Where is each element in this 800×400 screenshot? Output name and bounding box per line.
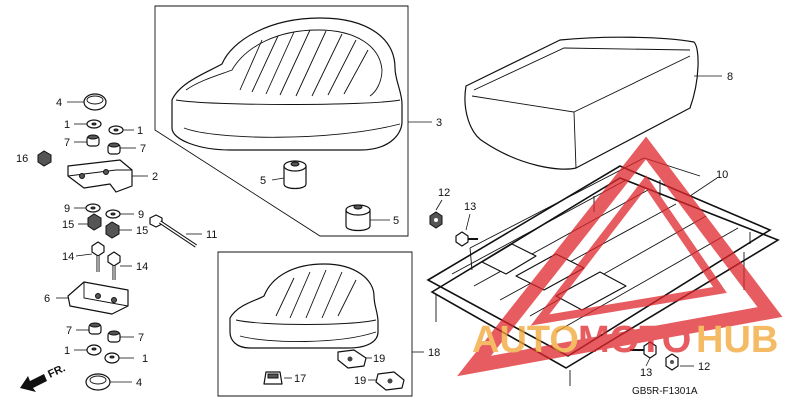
bolt-14b: [107, 251, 121, 280]
flange-nut-lower: [665, 353, 679, 371]
bolt-upper: [455, 231, 478, 247]
bolt-lower: [630, 341, 657, 359]
clip-lower: [375, 371, 405, 391]
callout-9-a: 9: [64, 203, 70, 215]
washer-9a: [85, 203, 101, 213]
callout-15-b: 15: [136, 225, 148, 237]
callout-7-a: 7: [64, 137, 70, 149]
callout-15-a: 15: [62, 219, 74, 231]
clip-upper: [337, 349, 367, 369]
front-direction-arrow: FR.: [20, 362, 67, 392]
optional-seat-panel-border: [217, 251, 413, 397]
callout-7-d: 7: [138, 332, 144, 344]
watermark-moto: MOTO: [578, 319, 691, 361]
seat-panel-border: [154, 5, 409, 237]
callout-10: 10: [716, 169, 728, 181]
callout-7-b: 7: [140, 143, 146, 155]
washer-1a: [86, 119, 102, 129]
rubber-cushion-upper: [283, 160, 307, 190]
callout-16: 16: [16, 153, 28, 165]
washer-1c: [86, 344, 102, 356]
cap-nut-bottom: [85, 373, 111, 391]
callout-7-c: 7: [66, 325, 72, 337]
svg-text:FR.: FR.: [46, 362, 67, 380]
long-bolt-11: [149, 214, 197, 248]
callout-14-b: 14: [136, 261, 148, 273]
callout-8: 8: [727, 71, 733, 83]
cap-nut-top: [83, 93, 107, 111]
bracket-2: [67, 159, 133, 193]
watermark-auto: AUTO: [472, 319, 579, 361]
bracket-6: [67, 281, 129, 315]
seat-lower: [229, 263, 379, 349]
callout-18: 18: [428, 347, 440, 359]
collar-7d: [107, 330, 121, 343]
callout-19-lower: 19: [354, 375, 366, 387]
seat-upper: [171, 17, 403, 151]
rear-cushion: [464, 36, 699, 170]
collar-7b: [107, 142, 121, 155]
callout-17: 17: [294, 373, 306, 385]
callout-1-a: 1: [64, 119, 70, 131]
callout-4-top: 4: [56, 97, 62, 109]
watermark-hub: HUB: [696, 319, 778, 361]
callout-13-lower: 13: [640, 367, 652, 379]
rubber-cushion-lower: [345, 204, 371, 232]
callout-13-upper: 13: [464, 201, 476, 213]
nut-16: [37, 150, 52, 167]
callout-14-a: 14: [62, 251, 74, 263]
bolt-14a: [91, 241, 105, 272]
callout-1-b: 1: [137, 125, 143, 137]
callout-3: 3: [436, 117, 442, 129]
grommet: [263, 371, 283, 385]
callout-2: 2: [152, 171, 158, 183]
automotohub-watermark: AUTO MOTO HUB: [457, 136, 783, 377]
nut-15a: [87, 213, 102, 231]
nut-15b: [105, 221, 120, 239]
callout-12-lower: 12: [698, 361, 710, 373]
callout-6: 6: [44, 293, 50, 305]
callout-5-upper: 5: [260, 175, 266, 187]
callout-4-bottom: 4: [136, 377, 142, 389]
collar-7c: [88, 322, 102, 335]
callout-9-b: 9: [138, 209, 144, 221]
callout-11: 11: [206, 229, 217, 241]
callout-12-upper: 12: [438, 187, 450, 199]
flange-nut-upper: [429, 211, 443, 229]
callout-1-c: 1: [64, 345, 70, 357]
washer-1b: [108, 125, 124, 135]
diagram-code: GB5R-F1301A: [632, 386, 698, 397]
callout-5-lower: 5: [393, 215, 399, 227]
collar-7a: [86, 134, 100, 147]
callout-19-upper: 19: [373, 353, 385, 365]
callout-1-d: 1: [142, 353, 148, 365]
washer-1d: [104, 352, 120, 364]
triangle-logo-icon: [457, 136, 783, 377]
washer-9b: [105, 209, 121, 219]
